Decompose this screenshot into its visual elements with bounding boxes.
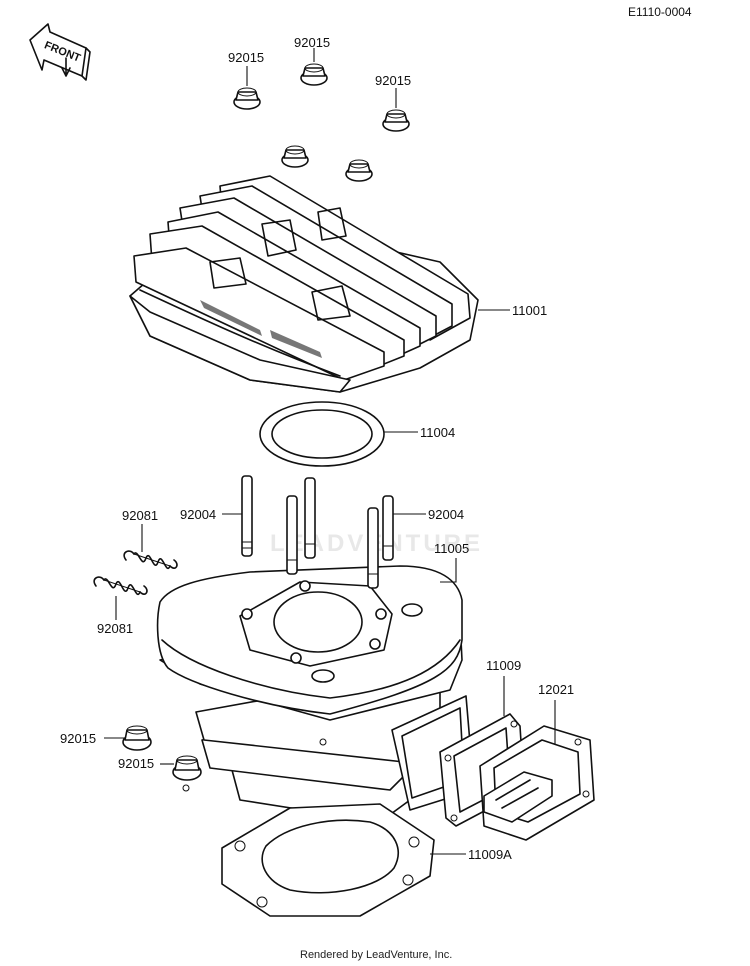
callout-head: 11001 [512, 303, 547, 318]
cylinder-head [129, 175, 479, 393]
spring-upper [123, 550, 178, 570]
callout-nut-lower-lower: 92015 [118, 756, 154, 771]
callout-spring-upper: 92081 [122, 508, 158, 523]
flange-nut-top-left [233, 87, 261, 110]
callout-nut-lower-upper: 92015 [60, 731, 96, 746]
flange-nut-lower-lower [172, 755, 202, 781]
reed-valve [479, 725, 595, 841]
base-gasket [221, 803, 435, 917]
callout-stud-right: 92004 [428, 507, 464, 522]
callout-nut-top-right: 92015 [375, 73, 411, 88]
flange-nut-top-center [300, 63, 328, 86]
callout-reed-gasket: 11009 [486, 658, 521, 673]
stud-back-center [286, 495, 298, 575]
callout-nut-top-left: 92015 [228, 50, 264, 65]
stud-front-left [241, 475, 253, 557]
cylinder [156, 565, 475, 823]
head-gasket [259, 401, 385, 467]
stud-front-right-a [367, 507, 379, 589]
flange-nut-on-head-right [345, 159, 373, 182]
callout-reed-valve: 12021 [538, 682, 574, 697]
stud-front-right-b [382, 495, 394, 561]
stud-back-right [304, 477, 316, 559]
callout-stud-left: 92004 [180, 507, 216, 522]
callout-spring-lower: 92081 [97, 621, 133, 636]
front-arrow-icon: FRONT [29, 23, 91, 81]
render-credit: Rendered by LeadVenture, Inc. [300, 949, 452, 961]
flange-nut-top-right [382, 109, 410, 132]
diagram-id: E1110-0004 [628, 5, 692, 19]
flange-nut-lower-upper [122, 725, 152, 751]
callout-base-gasket: 11009A [468, 847, 512, 862]
flange-nut-on-head-left [281, 145, 309, 168]
callout-cylinder: 11005 [434, 541, 469, 556]
callout-head-gasket: 11004 [420, 425, 455, 440]
spring-lower [93, 576, 148, 596]
callout-nut-top-center: 92015 [294, 35, 330, 50]
